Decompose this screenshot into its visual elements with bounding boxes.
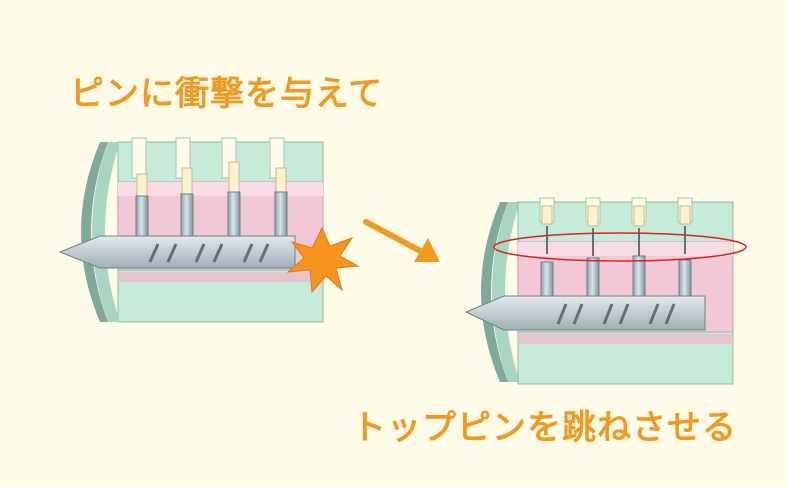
- key: [464, 295, 706, 331]
- caption-step1: ピンに衝撃を与えて: [70, 74, 384, 114]
- shear-line-marker: [493, 232, 747, 262]
- key: [58, 235, 296, 269]
- cylinder-back-face: [92, 142, 120, 322]
- arrow-right-down-icon: [363, 219, 440, 262]
- cylinder-back-edge: [81, 142, 108, 322]
- impact-burst-icon: [286, 226, 360, 294]
- caption-step2: トップピンを跳ねさせる: [352, 408, 737, 448]
- housing-top: [117, 141, 324, 183]
- top-pins: [541, 205, 691, 227]
- cylinder-before: [58, 137, 360, 323]
- cylinder-after: [464, 197, 747, 385]
